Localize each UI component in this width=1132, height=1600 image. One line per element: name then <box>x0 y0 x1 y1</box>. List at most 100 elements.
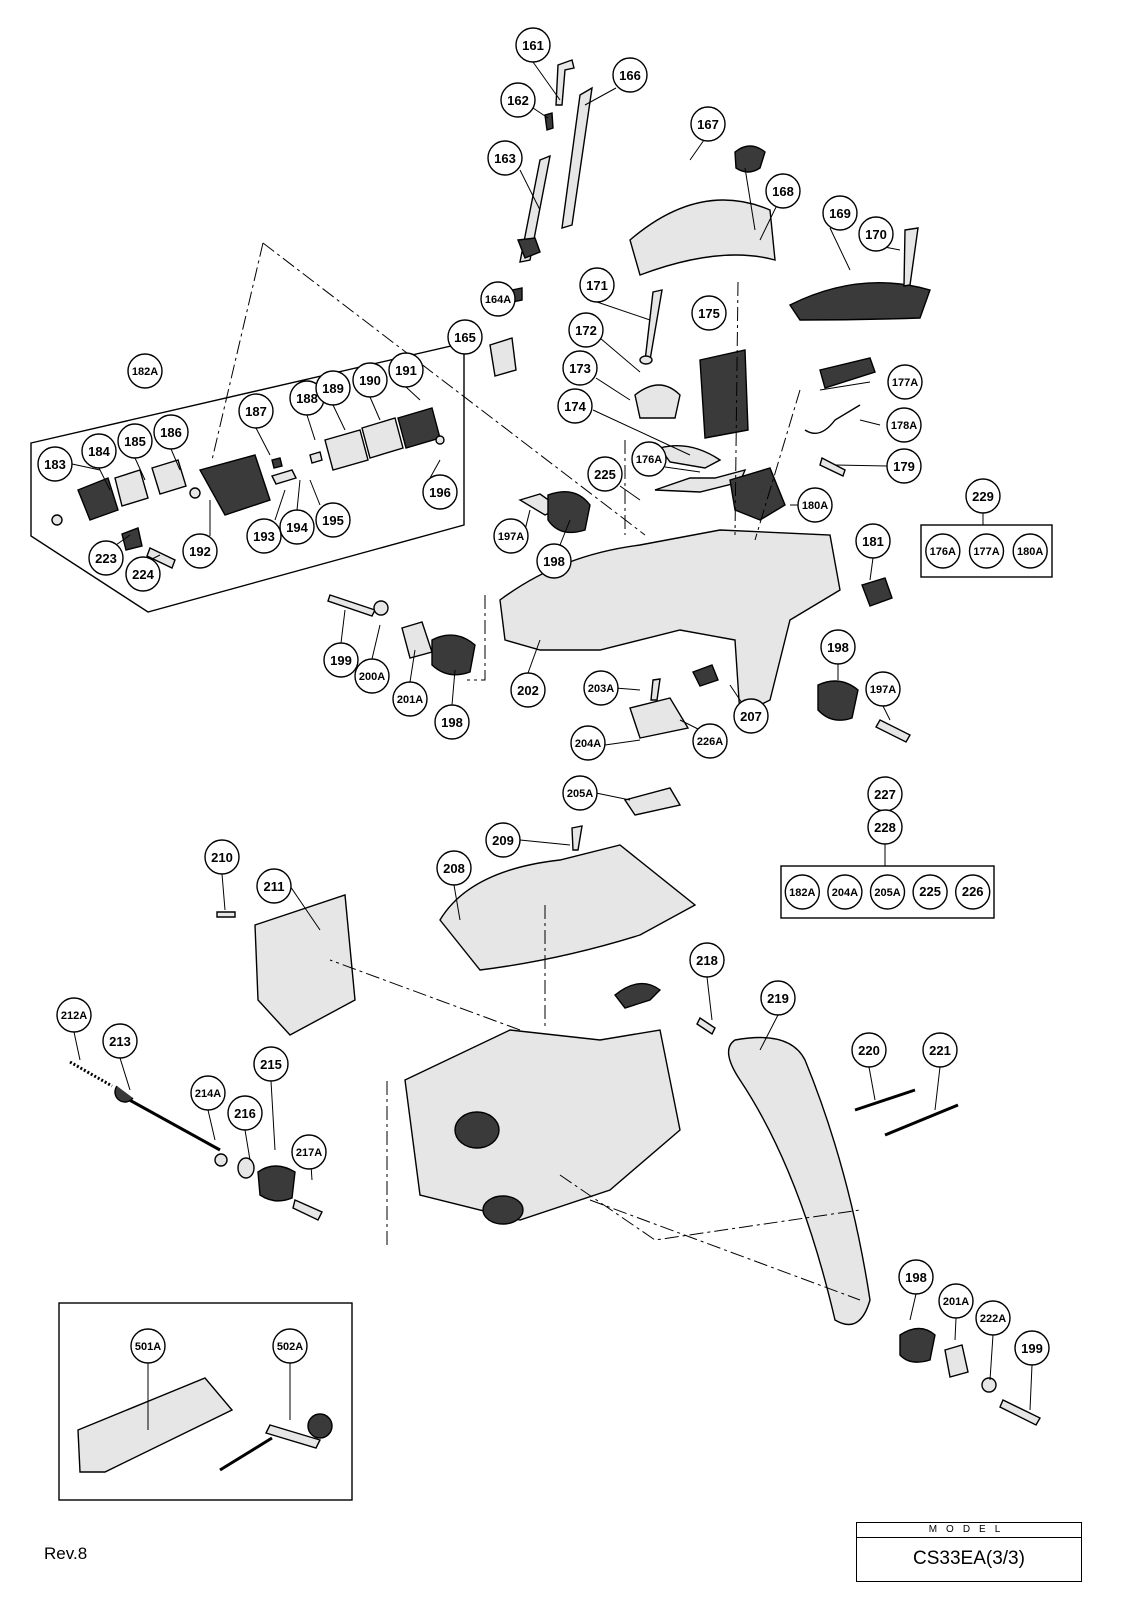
engine-body <box>404 1029 681 1221</box>
leader-10 <box>599 337 641 373</box>
plate-185 <box>114 469 149 507</box>
kit-227-228-item-182A: 182A <box>789 887 815 899</box>
callout-179-ring <box>886 448 922 484</box>
damper-198-upper <box>547 491 591 534</box>
callout-183: 183 <box>37 446 73 482</box>
callout-167-ring <box>690 106 726 142</box>
assembly-line-10 <box>589 1199 861 1301</box>
leader-49 <box>453 884 461 921</box>
callout-170-label: 170 <box>865 227 887 242</box>
callout-198d-ring <box>898 1259 934 1295</box>
bolt-171 <box>644 289 663 362</box>
kit-229-ring-177A <box>968 533 1005 569</box>
callout-187: 187 <box>238 393 274 429</box>
callout-204A-label: 204A <box>575 738 601 750</box>
leader-56 <box>207 1109 216 1141</box>
callout-181-label: 181 <box>862 534 884 549</box>
leader-4 <box>689 139 705 161</box>
kit-227-228-item-226: 226 <box>962 884 984 899</box>
callout-502A: 502A <box>272 1328 308 1364</box>
callout-192-label: 192 <box>189 544 211 559</box>
leader-23 <box>332 404 346 431</box>
bracket-177a <box>819 357 876 389</box>
leader-25 <box>405 386 421 401</box>
callout-171: 171 <box>579 267 615 303</box>
callout-178A-label: 178A <box>891 420 917 432</box>
leader-28 <box>134 457 146 481</box>
side-cover-211 <box>254 894 356 1036</box>
top-cover-208 <box>439 844 697 971</box>
washer-222a <box>981 1377 997 1393</box>
model-heading: MODEL <box>857 1523 1081 1538</box>
callout-205A: 205A <box>562 775 598 811</box>
callout-214A: 214A <box>190 1075 226 1111</box>
callout-199b-label: 199 <box>1021 1341 1043 1356</box>
air-filter-175 <box>699 349 749 439</box>
callout-171-label: 171 <box>586 278 608 293</box>
callout-217A-ring <box>291 1134 327 1170</box>
callout-190-ring <box>352 362 388 398</box>
leader-20 <box>559 519 571 546</box>
leader-13 <box>819 381 871 391</box>
callout-173-ring <box>562 350 598 386</box>
callout-198-ring <box>536 543 572 579</box>
callout-226A: 226A <box>692 723 728 759</box>
callout-191: 191 <box>388 352 424 388</box>
kit-229-ring-176A <box>925 533 961 569</box>
cap-167 <box>734 145 766 173</box>
leader-40 <box>527 639 541 674</box>
callout-189: 189 <box>315 370 351 406</box>
callout-189-label: 189 <box>322 381 344 396</box>
assembly-line-1 <box>211 242 264 461</box>
screw-218 <box>696 1016 716 1036</box>
leader-41 <box>614 687 641 691</box>
callout-186-ring <box>153 414 189 450</box>
callout-197A: 197A <box>493 518 529 554</box>
kit-227-228-ring-226 <box>955 874 991 910</box>
callout-223-ring <box>88 540 124 576</box>
wrench-502a-shaft <box>265 1424 321 1449</box>
callout-169: 169 <box>822 195 858 231</box>
callout-171-ring <box>579 267 615 303</box>
callout-202-ring <box>510 672 546 708</box>
sleeve-165 <box>489 337 517 377</box>
callout-198c-ring <box>434 704 470 740</box>
screw-203a <box>650 678 661 701</box>
carburetor-body <box>198 454 271 516</box>
leader-48 <box>289 885 321 931</box>
bolt-199-bottom <box>999 1399 1041 1426</box>
rod-166 <box>561 86 593 229</box>
damper-198-right <box>817 680 859 721</box>
callout-173: 173 <box>562 350 598 386</box>
callout-174-label: 174 <box>564 399 586 414</box>
callout-209: 209 <box>485 822 521 858</box>
callout-164A: 164A <box>480 281 516 317</box>
rear-handle-202 <box>499 529 841 717</box>
callout-199b: 199 <box>1014 1330 1050 1366</box>
screw-196 <box>435 435 445 445</box>
callout-166: 166 <box>612 57 648 93</box>
leader-12 <box>592 409 691 456</box>
callout-226A-ring <box>692 723 728 759</box>
leader-64 <box>869 557 874 581</box>
callout-201A: 201A <box>392 681 428 717</box>
callout-164A-label: 164A <box>485 294 511 306</box>
callout-213: 213 <box>102 1023 138 1059</box>
callout-223: 223 <box>88 540 124 576</box>
callout-220-label: 220 <box>858 1043 880 1058</box>
callout-201A-label: 201A <box>397 694 423 706</box>
spacer-201a-bottom <box>944 1344 969 1378</box>
revision-label: Rev.8 <box>44 1544 88 1563</box>
callout-202-label: 202 <box>517 683 539 698</box>
callout-203A: 203A <box>583 670 619 706</box>
callout-184-label: 184 <box>88 444 110 459</box>
callout-197A-label: 197A <box>498 531 524 543</box>
leader-3 <box>519 169 541 211</box>
callout-200A: 200A <box>354 658 390 694</box>
kit-227-228-ring-182A <box>784 874 820 910</box>
damper-198-bottom <box>899 1327 936 1363</box>
kit-227-228-ring-205A <box>869 874 906 910</box>
callout-169-ring <box>822 195 858 231</box>
engine-port-2 <box>482 1195 524 1225</box>
callout-205A-ring <box>562 775 598 811</box>
